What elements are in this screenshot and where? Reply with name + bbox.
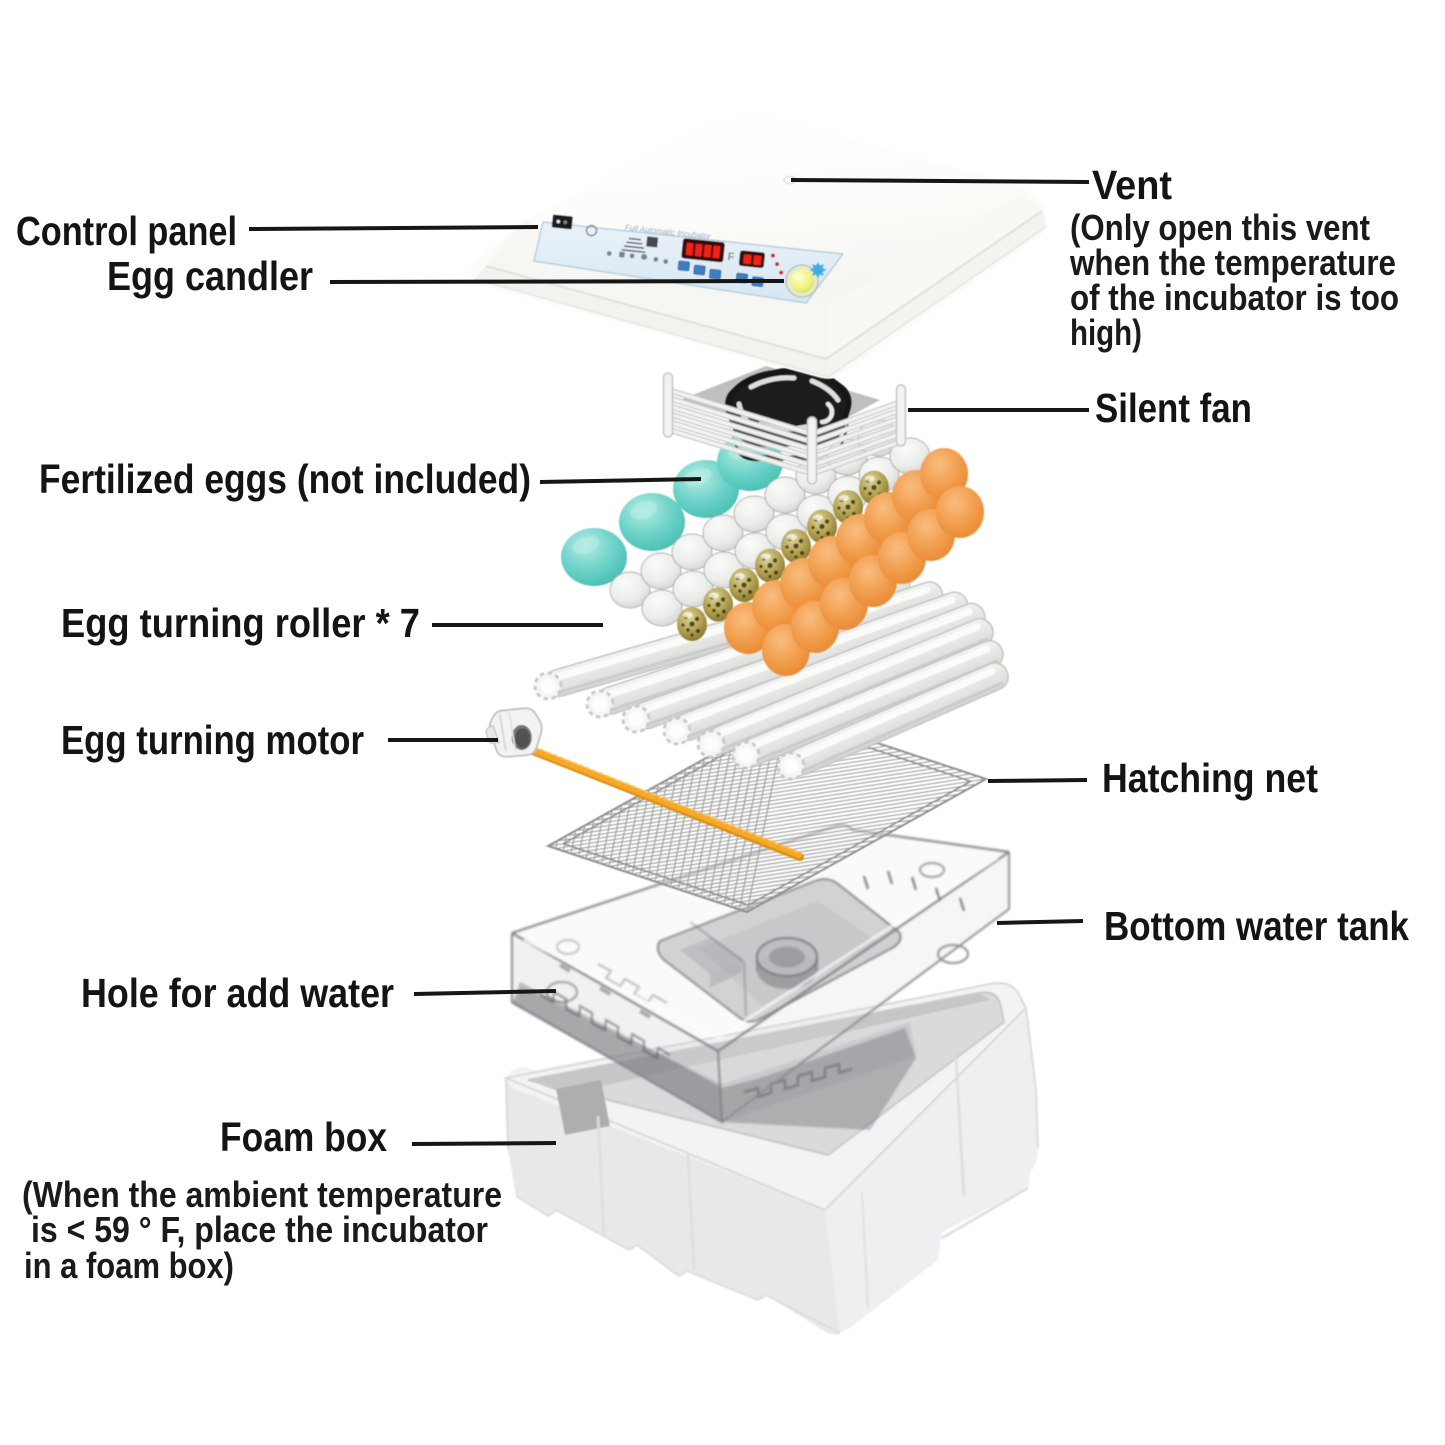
svg-text:(Only open this vent: (Only open this vent [1070, 207, 1370, 248]
svg-text:Egg turning roller * 7: Egg turning roller * 7 [61, 600, 420, 646]
svg-text:Bottom water tank: Bottom water tank [1104, 903, 1409, 949]
svg-text:Egg turning motor: Egg turning motor [61, 717, 364, 763]
svg-text:in a foam box): in a foam box) [24, 1245, 234, 1286]
svg-text:Hole for add water: Hole for add water [81, 970, 394, 1016]
svg-text:high): high) [1070, 312, 1142, 353]
svg-text:Control panel: Control panel [16, 208, 237, 254]
svg-text:Hatching net: Hatching net [1102, 755, 1318, 801]
svg-text:of the incubator is too: of the incubator is too [1070, 277, 1399, 318]
svg-text:Fertilized eggs (not included): Fertilized eggs (not included) [39, 456, 531, 502]
svg-text:Foam box: Foam box [220, 1114, 387, 1160]
svg-text:Vent: Vent [1092, 162, 1172, 208]
svg-text:is < 59 ° F, place the incubat: is < 59 ° F, place the incubator [31, 1209, 488, 1250]
svg-text:F: F [727, 251, 735, 264]
svg-text:when the temperature: when the temperature [1069, 242, 1396, 283]
svg-text:(When the ambient temperature: (When the ambient temperature [22, 1174, 502, 1215]
svg-text:Silent fan: Silent fan [1095, 385, 1252, 431]
svg-text:Egg candler: Egg candler [107, 253, 313, 299]
